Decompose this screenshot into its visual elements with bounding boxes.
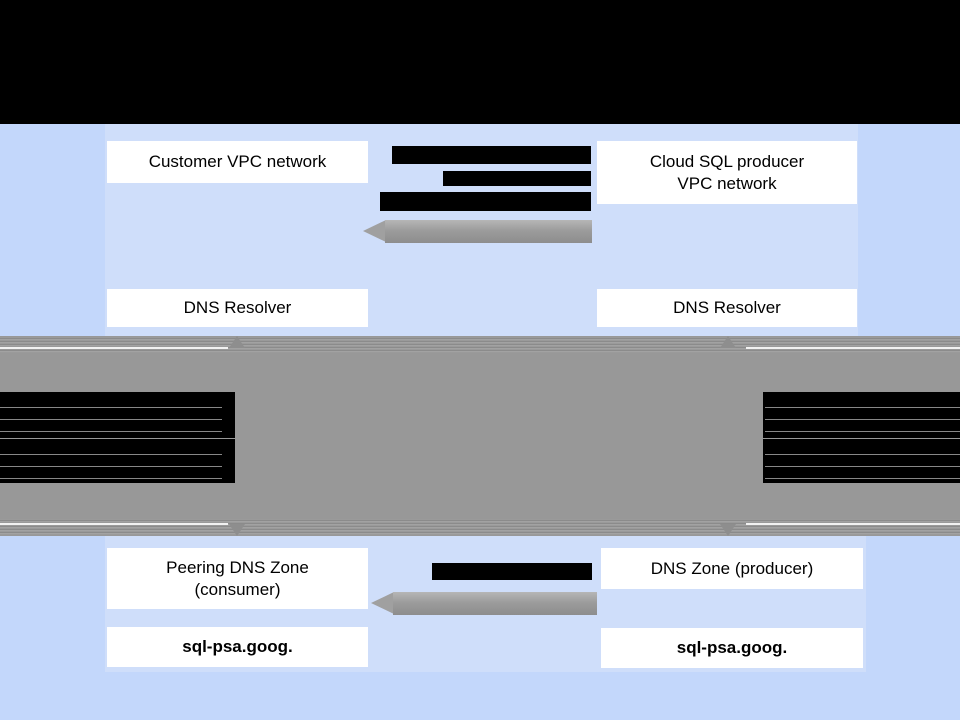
producer-vpc-line-2: VPC network <box>677 173 777 193</box>
top-left-pointing-arrow-icon <box>363 220 592 243</box>
top-arrow-shaft <box>385 220 592 243</box>
band-divider-line-bottom-right <box>746 523 960 525</box>
box-cloud-sql-producer-vpc-network: Cloud SQL producer VPC network <box>597 141 857 204</box>
box-dns-zone-producer: DNS Zone (producer) <box>601 548 863 589</box>
band-top-stripes <box>0 337 960 353</box>
box-peering-dns-zone-consumer: Peering DNS Zone (consumer) <box>107 548 368 609</box>
redaction-block-mid-left-b <box>0 439 235 483</box>
band-bottom-stripes <box>0 519 960 535</box>
band-divider-line-bottom-left <box>0 523 228 525</box>
redaction-block-mid-right-b <box>763 439 960 483</box>
bottom-left-pointing-arrow-icon <box>371 592 597 615</box>
band-divider-line-top-right <box>746 347 960 349</box>
consumer-zone-connector-arrow-icon <box>229 524 245 536</box>
redaction-block-mid-right-a <box>763 392 960 438</box>
redaction-bar-bottom-1 <box>432 563 592 580</box>
top-black-region <box>0 0 960 124</box>
top-arrow-head-icon <box>363 220 386 242</box>
bottom-arrow-shaft <box>393 592 597 615</box>
consumer-resolver-connector-arrow-icon <box>229 336 245 348</box>
redaction-block-mid-left-a <box>0 392 235 438</box>
producer-resolver-connector-arrow-icon <box>720 336 736 348</box>
producer-zone-connector-arrow-icon <box>720 524 736 536</box>
box-sql-psa-goog-producer: sql-psa.goog. <box>601 628 863 668</box>
peering-zone-line-1: Peering DNS Zone <box>166 557 309 577</box>
redaction-bar-top-3 <box>380 192 591 211</box>
bottom-arrow-head-icon <box>371 592 394 614</box>
redaction-bar-top-2 <box>443 171 591 186</box>
box-dns-resolver-consumer: DNS Resolver <box>107 289 368 327</box>
band-divider-line-top-left <box>0 347 228 349</box>
box-customer-vpc-network: Customer VPC network <box>107 141 368 183</box>
producer-vpc-line-1: Cloud SQL producer <box>649 151 805 171</box>
box-sql-psa-goog-consumer: sql-psa.goog. <box>107 627 368 667</box>
box-dns-resolver-producer: DNS Resolver <box>597 289 857 327</box>
peering-zone-line-2: (consumer) <box>194 579 281 599</box>
redaction-bar-top-1 <box>392 146 591 164</box>
